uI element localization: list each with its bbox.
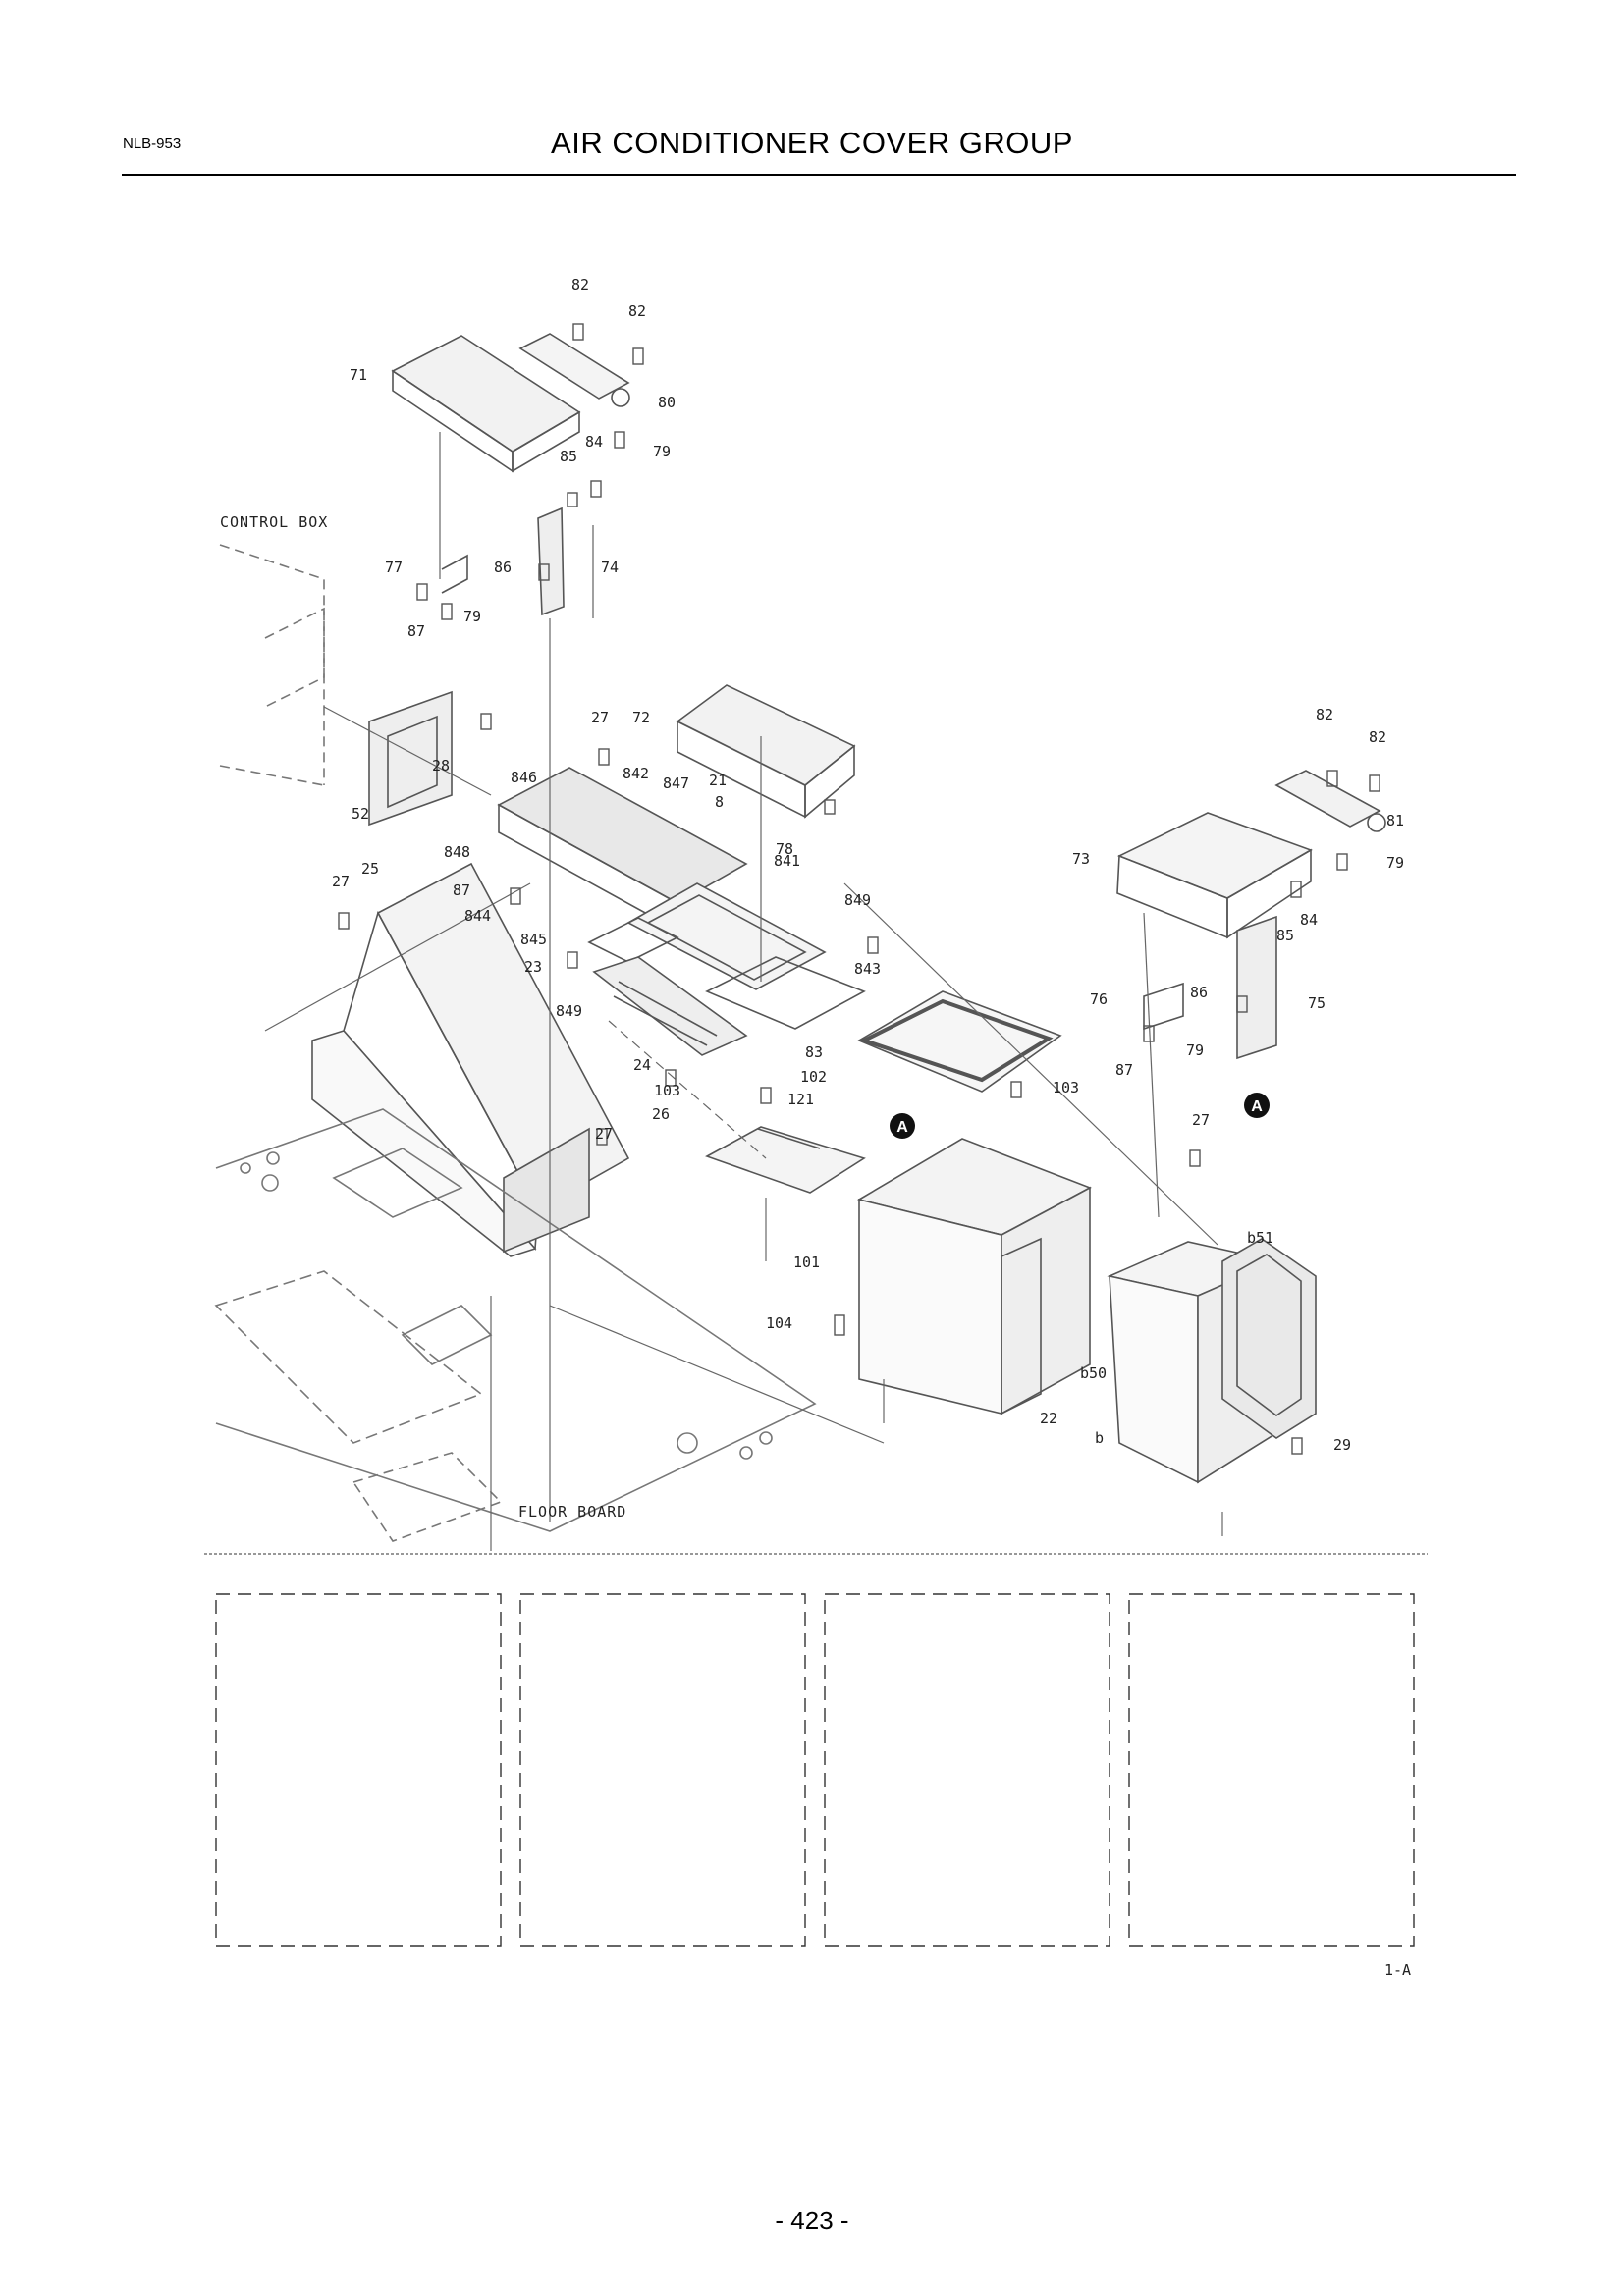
page-title: AIR CONDITIONER COVER GROUP [551, 126, 1073, 160]
part-label-82: 82 [1369, 728, 1386, 746]
part-label-82: 82 [1316, 706, 1333, 723]
part-label-85: 85 [1276, 927, 1294, 944]
reference-marker-a-right: A [1244, 1093, 1270, 1118]
part-label-84: 84 [1300, 911, 1318, 929]
part-label-27: 27 [591, 709, 609, 726]
part-label-77: 77 [385, 559, 403, 576]
svg-text:A: A [896, 1119, 908, 1136]
part-label-23: 23 [524, 958, 542, 976]
part-label-82: 82 [628, 302, 646, 320]
part-label-103: 103 [1053, 1079, 1079, 1096]
part-label-101: 101 [793, 1254, 820, 1271]
reference-marker-a-left: A [890, 1113, 915, 1139]
control-box-label: CONTROL BOX [220, 513, 328, 531]
legend-box-2 [519, 1593, 806, 1947]
part-label-849: 849 [556, 1002, 582, 1020]
part-label-76: 76 [1090, 990, 1108, 1008]
part-label-24: 24 [633, 1056, 651, 1074]
part-label-87: 87 [453, 881, 470, 899]
part-label-80: 80 [658, 394, 676, 411]
part-label-28: 28 [432, 757, 450, 774]
part-label-8: 8 [715, 793, 724, 811]
svg-text:A: A [1251, 1098, 1263, 1115]
part-label-81: 81 [1386, 812, 1404, 829]
page-number: - 423 - [775, 2206, 849, 2235]
part-label-843: 843 [854, 960, 881, 978]
part-label-82: 82 [571, 276, 589, 294]
part-label-b50: b50 [1080, 1364, 1107, 1382]
part-label-79: 79 [1186, 1041, 1204, 1059]
title-divider [122, 174, 1516, 176]
part-label-72: 72 [632, 709, 650, 726]
part-b50-shroud [1107, 1241, 1279, 1484]
part-label-844: 844 [464, 907, 491, 925]
sheet-code: 1-A [1384, 1961, 1411, 1979]
part-label-86: 86 [494, 559, 512, 576]
part-842-unit-frame [497, 767, 866, 1030]
assembly-leader-lines [264, 432, 1223, 1551]
part-label-83: 83 [805, 1043, 823, 1061]
part-label-79: 79 [1386, 854, 1404, 872]
part-label-849: 849 [844, 891, 871, 909]
legend-boxes [204, 1553, 1428, 1947]
part-label-b: b [1095, 1429, 1104, 1447]
part-label-b51: b51 [1247, 1229, 1273, 1247]
part-75-bracket [1143, 915, 1277, 1060]
document-code: NLB-953 [123, 135, 182, 152]
part-label-29: 29 [1333, 1436, 1351, 1454]
part-label-847: 847 [663, 774, 689, 792]
part-label-103: 103 [654, 1082, 680, 1099]
part-label-52: 52 [352, 805, 369, 823]
part-label-845: 845 [520, 931, 547, 948]
part-label-87: 87 [407, 622, 425, 640]
part-label-71: 71 [350, 366, 367, 384]
part-label-84: 84 [585, 433, 603, 451]
legend-box-1 [215, 1593, 502, 1947]
floor-board [214, 1108, 817, 1542]
part-label-75: 75 [1308, 994, 1326, 1012]
part-52-duct [368, 690, 453, 827]
part-label-846: 846 [511, 769, 537, 786]
part-label-21: 21 [709, 772, 727, 789]
part-23-front-cover [311, 862, 630, 1257]
fastener-bolts [338, 323, 1380, 1455]
part-121-hinge-panel [705, 1126, 866, 1194]
part-label-842: 842 [623, 765, 649, 782]
part-72-grille-box [676, 684, 856, 819]
part-label-848: 848 [444, 843, 470, 861]
part-101-housing [856, 1138, 1092, 1415]
part-label-841: 841 [774, 852, 800, 870]
part-74-bracket [441, 507, 594, 618]
floor-board-label: FLOOR BOARD [518, 1503, 626, 1521]
part-label-79: 79 [653, 443, 671, 460]
control-box-outline [219, 544, 325, 786]
part-label-27: 27 [332, 873, 350, 890]
part-label-102: 102 [800, 1068, 827, 1086]
part-label-74: 74 [601, 559, 619, 576]
part-b51-filter [1221, 1238, 1317, 1439]
part-label-78: 78 [776, 840, 793, 858]
legend-box-3 [824, 1593, 1110, 1947]
part-label-86: 86 [1190, 984, 1208, 1001]
part-label-121: 121 [787, 1091, 814, 1108]
part-number-labels: 82 82 71 80 84 79 85 74 77 86 87 79 72 27 28 846 842 847 2… [332, 276, 1404, 1454]
part-80-bracket [518, 333, 630, 407]
part-73-cover [1116, 812, 1313, 939]
part-24-grille-plate [592, 956, 748, 1056]
part-label-85: 85 [560, 448, 577, 465]
part-label-25: 25 [361, 860, 379, 878]
part-label-73: 73 [1072, 850, 1090, 868]
part-label-27: 27 [595, 1125, 613, 1143]
part-label-22: 22 [1040, 1410, 1057, 1427]
part-71-cover [391, 335, 581, 473]
part-83-seal [857, 990, 1062, 1093]
part-label-79: 79 [463, 608, 481, 625]
legend-box-4 [1128, 1593, 1415, 1947]
part-label-87: 87 [1115, 1061, 1133, 1079]
part-label-104: 104 [766, 1314, 792, 1332]
part-81-bracket [1274, 770, 1386, 832]
part-label-26: 26 [652, 1105, 670, 1123]
part-label-27: 27 [1192, 1111, 1210, 1129]
